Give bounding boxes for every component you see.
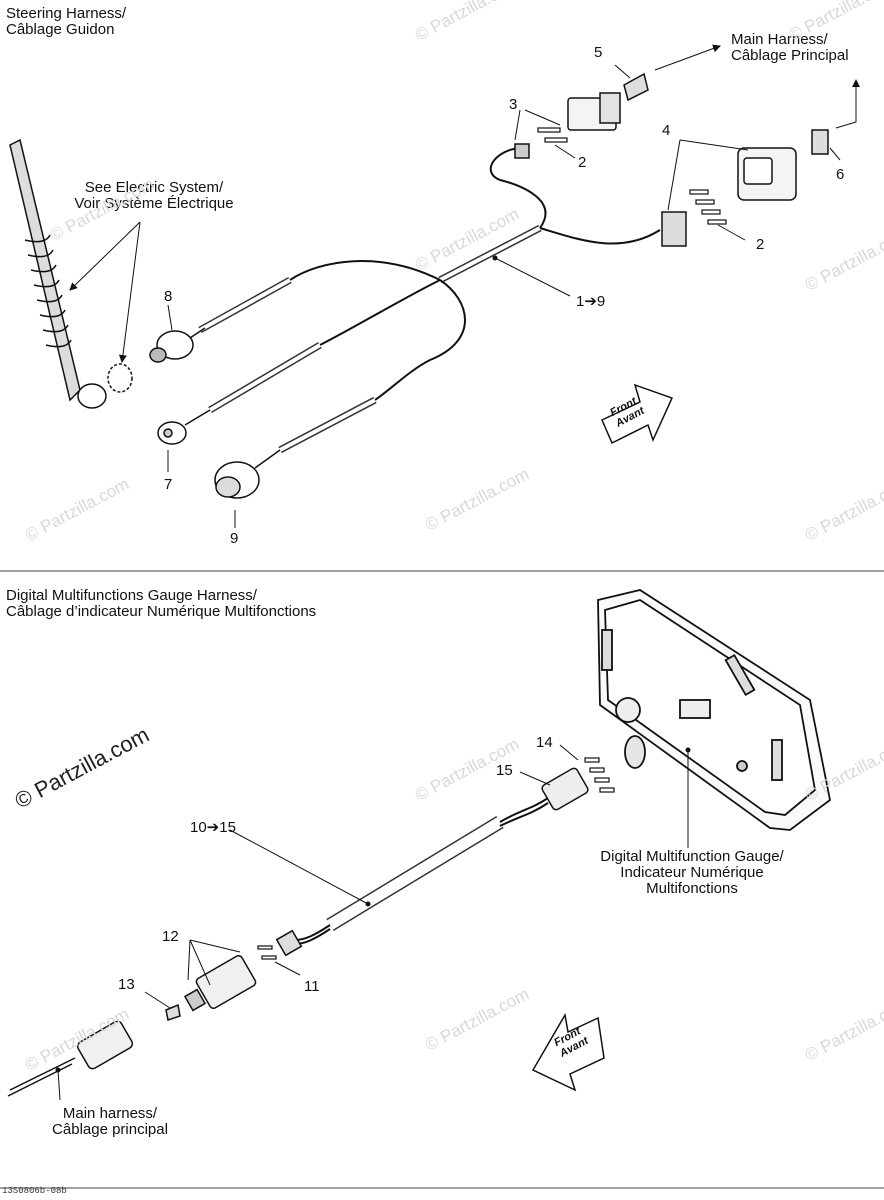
main-harness-label-bottom: Main harness/ Câblage principal xyxy=(20,1106,200,1138)
part-number-6: 6 xyxy=(836,166,845,183)
pins-12-icon xyxy=(257,945,277,960)
connector-13-icon xyxy=(165,1003,181,1021)
steering-column-icon xyxy=(9,138,133,409)
bottom-main-harness-en: Main harness/ xyxy=(62,1105,158,1122)
part-number-12: 12 xyxy=(162,928,179,945)
part-number-10-15: 10➔15 xyxy=(190,819,236,836)
front-arrow-bottom-icon xyxy=(531,1012,605,1092)
sensor-9-icon xyxy=(214,449,281,499)
connector-15-icon xyxy=(541,767,589,811)
part-number-3: 3 xyxy=(509,96,518,113)
sensor-8-icon xyxy=(149,327,206,363)
bottom-main-harness-fr: Câblage principal xyxy=(52,1121,168,1138)
title-en: Steering Harness/ xyxy=(6,5,127,22)
connector-6-icon xyxy=(811,129,829,155)
see-electric-fr: Voir Système Électrique xyxy=(74,195,234,212)
part-number-1-9: 1➔9 xyxy=(576,293,606,310)
front-arrow-top-icon xyxy=(601,383,674,445)
connector-12-icon xyxy=(183,954,257,1012)
title-fr: Câblage Guidon xyxy=(6,21,115,38)
steering-harness-panel: Steering Harness/ Câblage Guidon xyxy=(0,0,884,572)
part-number-11: 11 xyxy=(304,978,320,995)
part-number-5: 5 xyxy=(594,44,603,61)
steering-harness-wiring xyxy=(198,147,661,454)
gauge-label-l3: Multifonctions xyxy=(646,880,738,897)
main-harness-label-top: Main Harness/ Câblage Principal xyxy=(731,32,849,64)
sensor-7-icon xyxy=(157,409,211,445)
connector-4-icon xyxy=(661,147,797,247)
part-number-9: 9 xyxy=(230,530,239,547)
connector-11-icon xyxy=(275,929,303,957)
pins-2b-icon xyxy=(689,189,727,225)
see-electric-en: See Electric System/ xyxy=(84,179,224,196)
bottom-leader-lines xyxy=(57,744,689,1101)
connector-5-icon xyxy=(623,72,649,102)
part-number-14: 14 xyxy=(536,734,553,751)
part-number-2a: 2 xyxy=(578,154,587,171)
gauge-harness-title: Digital Multifunctions Gauge Harness/ Câ… xyxy=(6,588,316,620)
connector-3-icon xyxy=(514,92,621,159)
gauge-harness-panel: Digital Multifunctions Gauge Harness/ Câ… xyxy=(0,572,884,1190)
see-electric-label: See Electric System/ Voir Système Électr… xyxy=(54,180,254,212)
part-number-15: 15 xyxy=(496,762,513,779)
part-number-7: 7 xyxy=(164,476,173,493)
top-leader-lines xyxy=(69,44,860,528)
pins-2a-icon xyxy=(537,127,568,143)
gauge-label-l1: Digital Multifunction Gauge/ xyxy=(600,848,784,865)
pins-14-icon xyxy=(584,757,615,793)
part-number-13: 13 xyxy=(118,976,135,993)
part-number-2b: 2 xyxy=(756,236,765,253)
part-number-8: 8 xyxy=(164,288,173,305)
gauge-label-l2: Indicateur Numérique xyxy=(620,864,764,881)
main-harness-fr: Câblage Principal xyxy=(731,47,849,64)
main-harness-en: Main Harness/ xyxy=(731,31,828,48)
footer-code: 13S0806b-08b xyxy=(2,1186,67,1196)
digital-gauge-icon xyxy=(597,589,831,831)
gauge-harness-wiring xyxy=(294,797,549,945)
gauge-label: Digital Multifunction Gauge/ Indicateur … xyxy=(572,849,812,897)
gauge-title-fr: Câblage d’indicateur Numérique Multifonc… xyxy=(6,603,317,620)
steering-harness-title: Steering Harness/ Câblage Guidon xyxy=(6,6,126,38)
gauge-title-en: Digital Multifunctions Gauge Harness/ xyxy=(6,587,257,604)
part-number-4: 4 xyxy=(662,122,671,139)
main-harness-connector-icon xyxy=(7,1020,134,1097)
